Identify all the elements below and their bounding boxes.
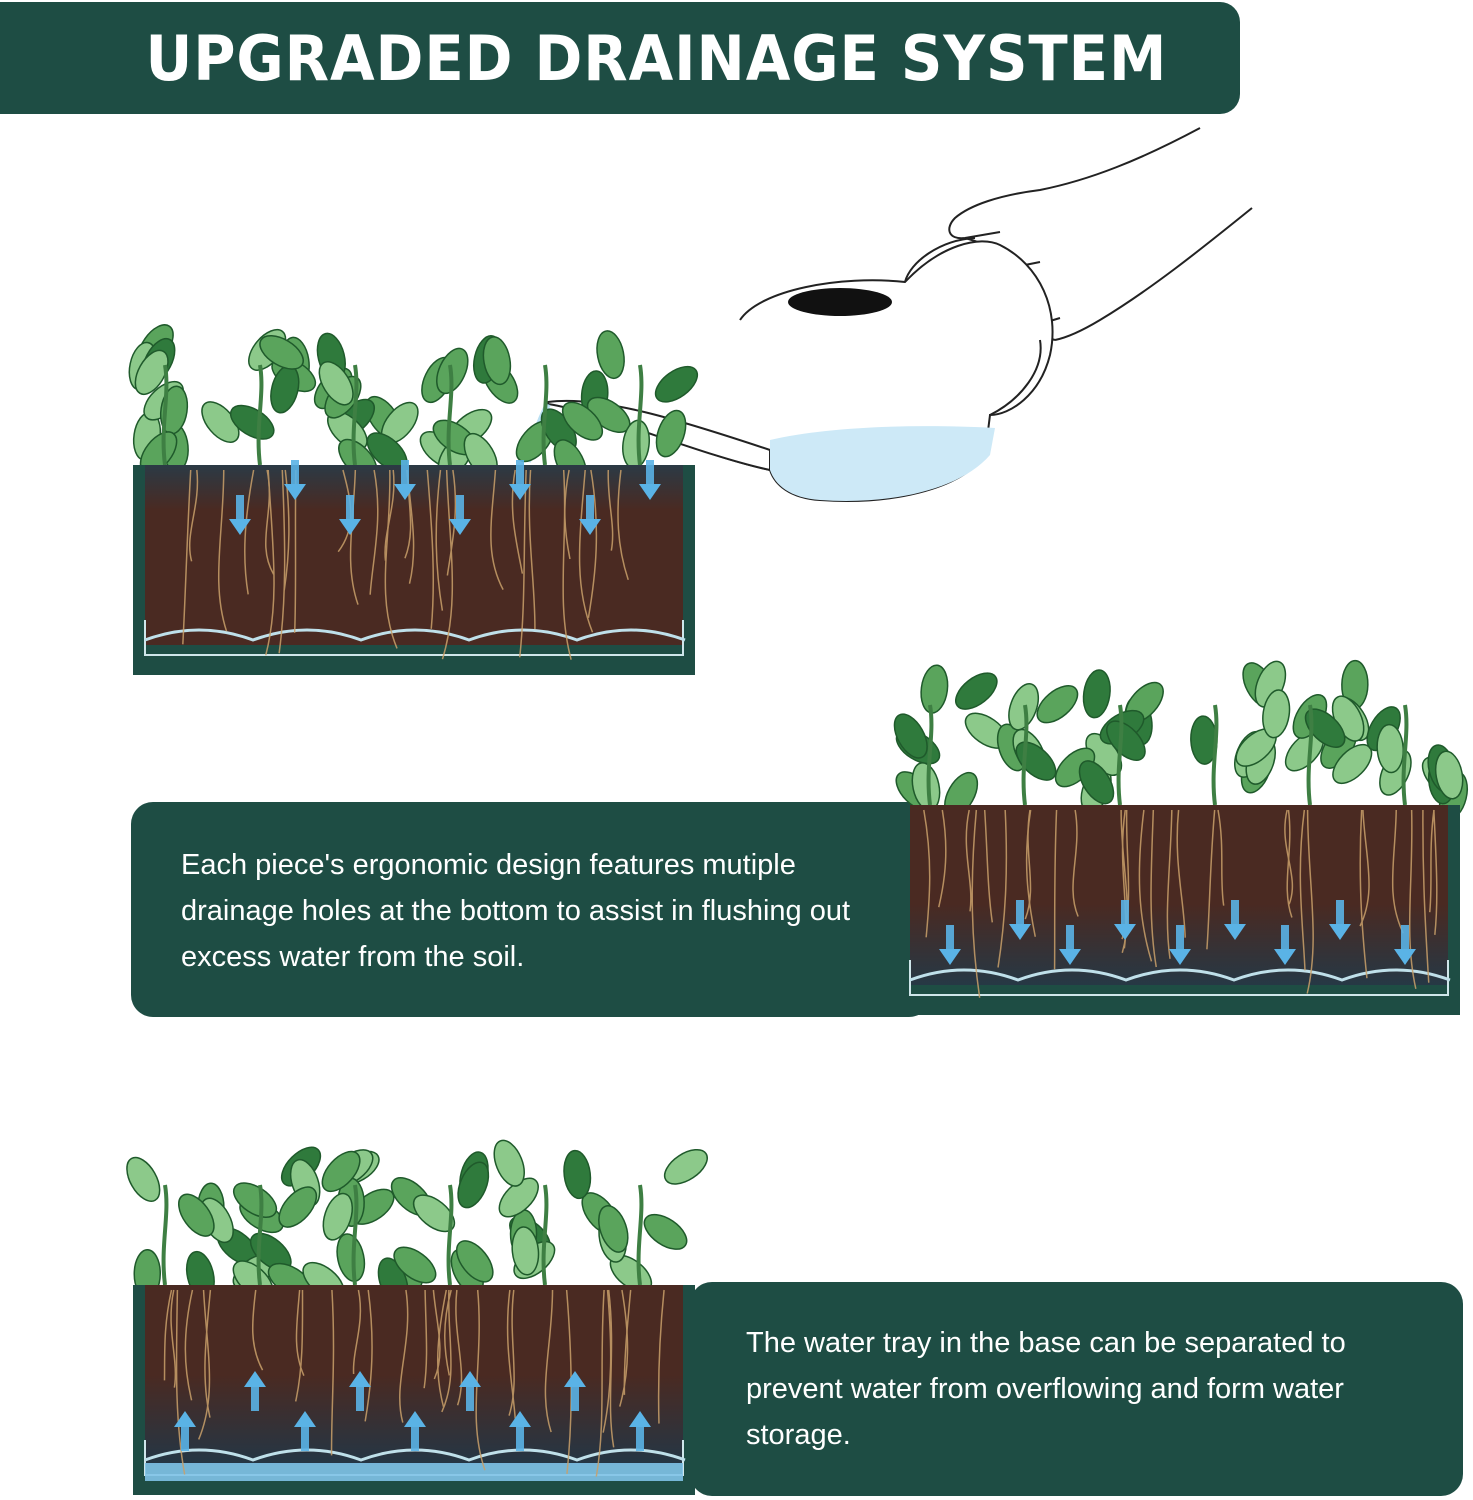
flushing-description: Each piece's ergonomic design features m… <box>181 849 851 973</box>
water-flow-arrows <box>174 1371 651 1451</box>
down-arrow-icon <box>284 460 306 500</box>
down-arrow-icon <box>1169 925 1191 965</box>
up-arrow-icon <box>294 1411 316 1451</box>
down-arrow-icon <box>1009 900 1031 940</box>
planter-box <box>133 465 695 675</box>
down-arrow-icon <box>1059 925 1081 965</box>
up-arrow-icon <box>629 1411 651 1451</box>
water-tray-description: The water tray in the base can be separa… <box>746 1327 1346 1451</box>
down-arrow-icon <box>579 495 601 535</box>
text-panel-water-tray: The water tray in the base can be separa… <box>690 1282 1463 1496</box>
down-arrow-icon <box>509 460 531 500</box>
up-arrow-icon <box>349 1371 371 1411</box>
up-arrow-icon <box>174 1411 196 1451</box>
plant-foliage <box>126 1139 708 1306</box>
up-arrow-icon <box>564 1371 586 1411</box>
plant-roots <box>163 1289 665 1477</box>
up-arrow-icon <box>509 1411 531 1451</box>
up-arrow-icon <box>244 1371 266 1411</box>
title-banner: UPGRADED DRAINAGE SYSTEM <box>0 2 1240 114</box>
plant-foliage <box>893 659 1469 820</box>
planter-water-storage <box>126 1139 708 1495</box>
up-arrow-icon <box>459 1371 481 1411</box>
down-arrow-icon <box>1329 900 1351 940</box>
down-arrow-icon <box>1114 900 1136 940</box>
page-title: UPGRADED DRAINAGE SYSTEM <box>145 21 1167 95</box>
plant-foliage <box>128 324 699 486</box>
planter-watering <box>128 324 699 675</box>
water-flow-arrows <box>939 900 1416 965</box>
down-arrow-icon <box>339 495 361 535</box>
down-arrow-icon <box>639 460 661 500</box>
planter-draining <box>893 659 1469 1015</box>
text-panel-flushing: Each piece's ergonomic design features m… <box>131 802 931 1017</box>
down-arrow-icon <box>1224 900 1246 940</box>
down-arrow-icon <box>1394 925 1416 965</box>
water-flow-arrows <box>229 460 661 535</box>
down-arrow-icon <box>449 495 471 535</box>
plant-roots <box>182 469 629 660</box>
down-arrow-icon <box>939 925 961 965</box>
planter-box <box>898 805 1460 1015</box>
down-arrow-icon <box>229 495 251 535</box>
down-arrow-icon <box>1274 925 1296 965</box>
up-arrow-icon <box>404 1411 426 1451</box>
down-arrow-icon <box>394 460 416 500</box>
